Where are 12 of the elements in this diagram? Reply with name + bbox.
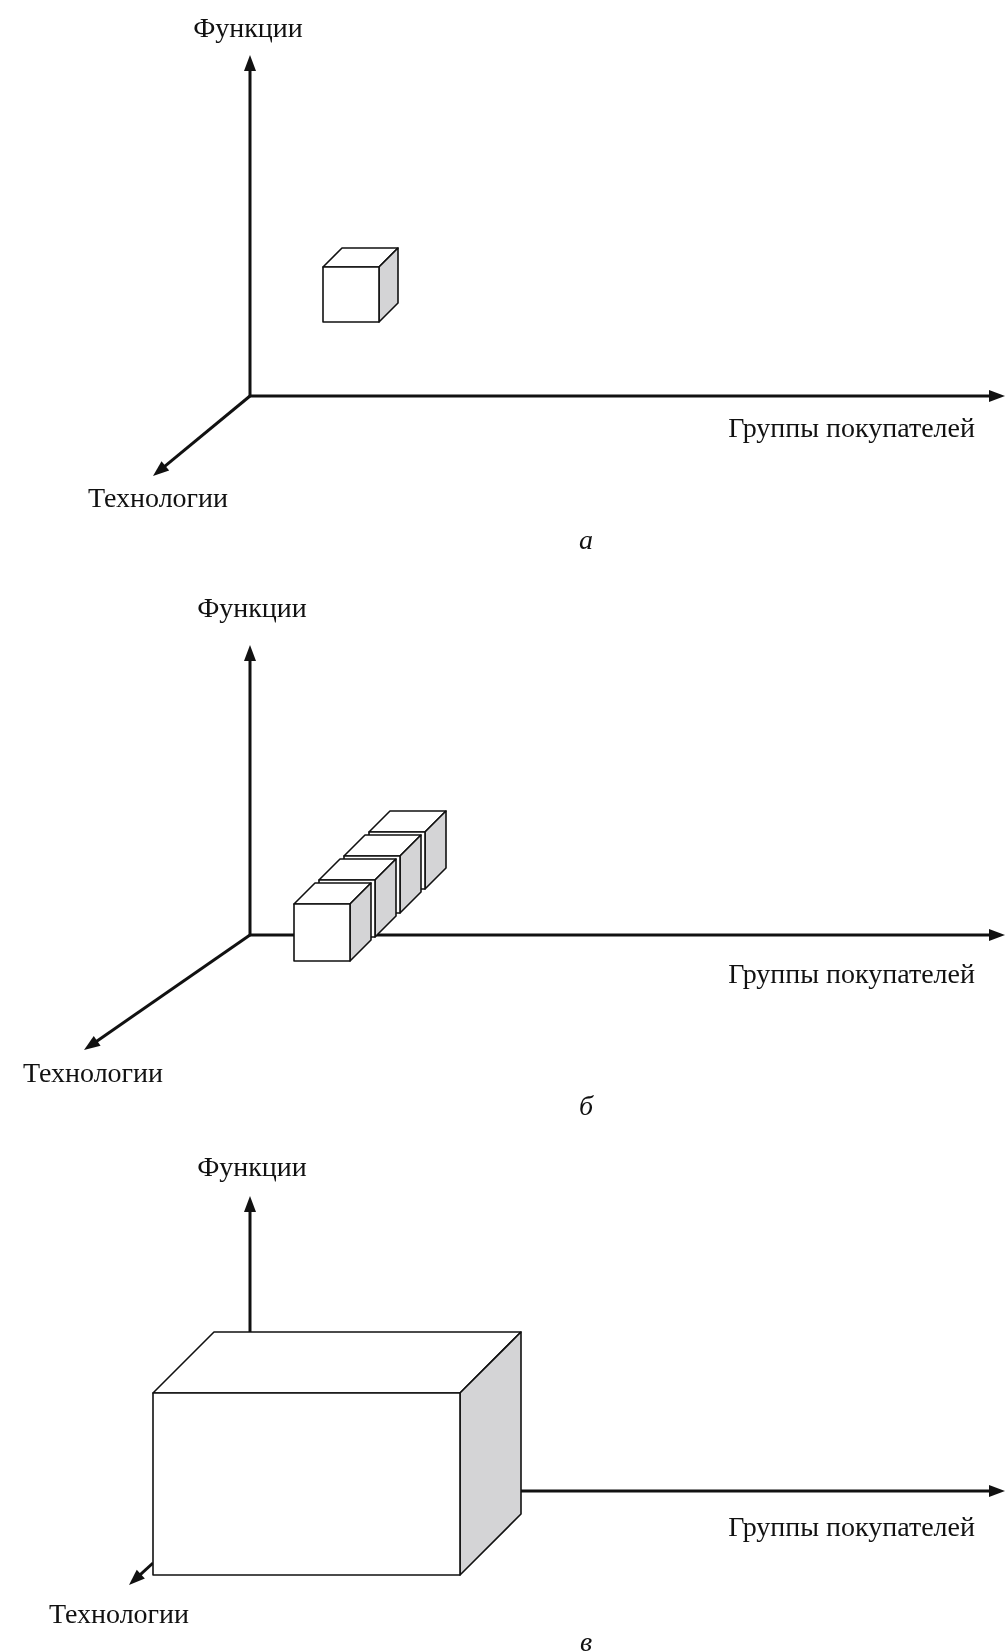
axis-label: Группы покупателей: [728, 1513, 975, 1541]
panel-letter: б: [578, 1092, 594, 1120]
axis-label: Функции: [197, 594, 307, 622]
axis-label: Функции: [193, 14, 303, 42]
axis-label: Группы покупателей: [728, 960, 975, 988]
panel-letter: в: [579, 1628, 593, 1652]
axis-label: Технологии: [48, 1600, 190, 1628]
axis-label: Группы покупателей: [728, 414, 975, 442]
axis-label: Функции: [197, 1153, 307, 1181]
axis-label: Технологии: [22, 1059, 164, 1087]
panel-letter: а: [579, 526, 593, 554]
axis-label: Технологии: [87, 484, 229, 512]
